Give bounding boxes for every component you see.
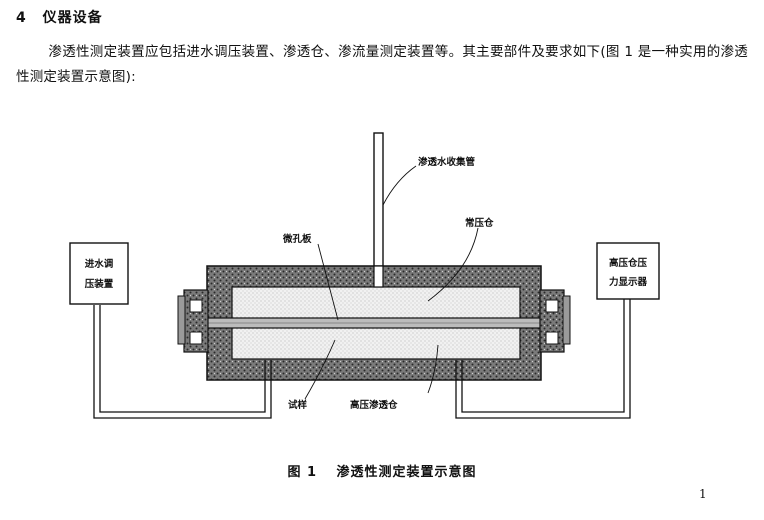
inlet-device-label-1: 进水调 xyxy=(85,258,114,270)
collection-tube-label: 渗透水收集管 xyxy=(418,156,476,168)
right-clamp xyxy=(539,289,571,353)
section-heading: 4 仪器设备 xyxy=(16,7,103,27)
normal-chamber-label: 常压仓 xyxy=(465,217,494,229)
pressure-display-box: 高压仓压 力显示器 xyxy=(596,242,660,300)
page-number: 1 xyxy=(699,487,707,501)
section-number: 4 xyxy=(16,10,27,26)
high-chamber-label: 高压渗透仓 xyxy=(350,399,398,411)
pressure-display-label-2: 力显示器 xyxy=(609,276,648,288)
figure-number: 图 1 xyxy=(287,465,318,480)
inlet-regulator-box: 进水调 压装置 xyxy=(69,242,129,305)
leader-lines xyxy=(304,165,479,400)
micro-plate-label: 微孔板 xyxy=(282,233,312,245)
left-clamp xyxy=(177,289,209,353)
section-title: 仪器设备 xyxy=(42,10,103,26)
pressure-display-label-1: 高压仓压 xyxy=(609,257,648,269)
specimen-plate xyxy=(195,317,559,329)
specimen-label: 试样 xyxy=(288,399,308,411)
collection-tube xyxy=(373,132,384,284)
figure-title: 渗透性测定装置示意图 xyxy=(336,465,477,480)
body-paragraph: 渗透性测定装置应包括进水调压装置、渗透仓、渗流量测定装置等。其主要部件及要求如下… xyxy=(16,44,748,85)
inlet-pipe xyxy=(93,305,272,419)
pressure-pipe xyxy=(455,298,631,419)
figure-caption: 图 1 渗透性测定装置示意图 xyxy=(0,461,764,480)
inlet-device-label-2: 压装置 xyxy=(85,278,114,290)
